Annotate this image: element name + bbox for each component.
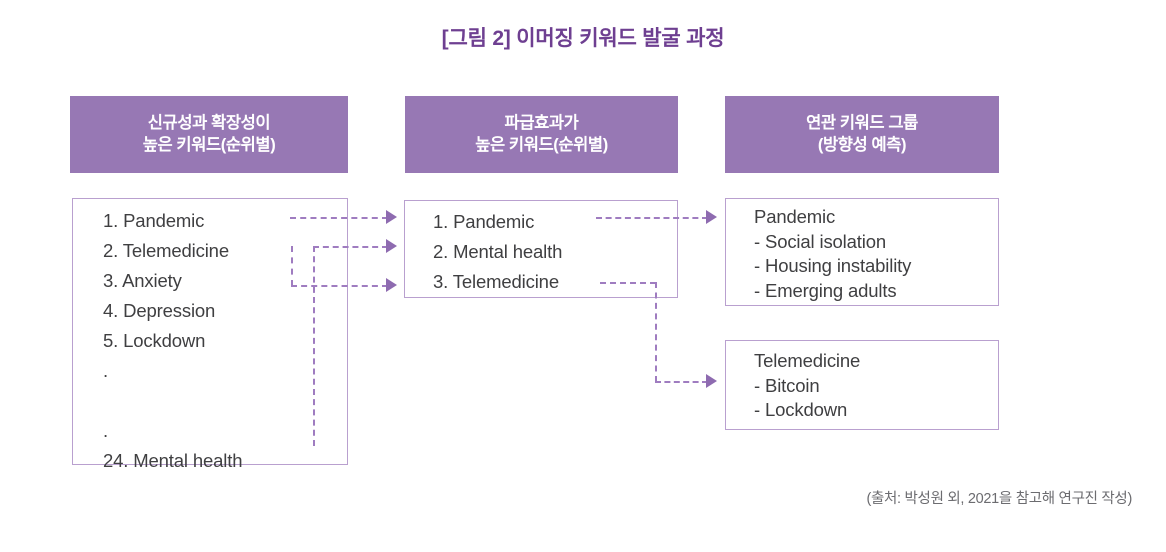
page-title: [그림 2] 이머징 키워드 발굴 과정 bbox=[441, 27, 725, 50]
ripple-keyword-list-text: 1. Pandemic 2. Mental health 3. Telemedi… bbox=[433, 211, 563, 292]
connector-telemedicine-arrowhead bbox=[386, 278, 397, 292]
connector-pandemic-group-arrowhead bbox=[706, 210, 717, 224]
box-pandemic-group: Pandemic - Social isolation - Housing in… bbox=[725, 198, 999, 306]
connector-telemedicine-drop bbox=[291, 246, 293, 286]
pandemic-group-text: Pandemic - Social isolation - Housing in… bbox=[754, 206, 912, 301]
box-ripple-keyword-list: 1. Pandemic 2. Mental health 3. Telemedi… bbox=[404, 200, 678, 298]
connector-telemedicine-group-arrowhead bbox=[706, 374, 717, 388]
connector-telemedicine-group-line-1 bbox=[600, 282, 656, 284]
column-header-related-keyword-groups: 연관 키워드 그룹 (방향성 예측) bbox=[725, 96, 999, 173]
telemedicine-group-text: Telemedicine - Bitcoin - Lockdown bbox=[754, 350, 861, 421]
ranked-keyword-list-text: 1. Pandemic 2. Telemedicine 3. Anxiety 4… bbox=[103, 210, 243, 471]
connector-telemedicine-group-line-2 bbox=[655, 381, 708, 383]
box-telemedicine-group: Telemedicine - Bitcoin - Lockdown bbox=[725, 340, 999, 430]
column-header-ripple-effect: 파급효과가 높은 키워드(순위별) bbox=[405, 96, 678, 173]
connector-telemedicine-line bbox=[291, 285, 388, 287]
connector-mental-health-line bbox=[313, 246, 388, 248]
box-ranked-keyword-list: 1. Pandemic 2. Telemedicine 3. Anxiety 4… bbox=[72, 198, 348, 471]
source-note: (출처: 박성원 외, 2021을 참고해 연구진 작성) bbox=[866, 491, 1132, 507]
connector-mental-health-arrowhead bbox=[386, 239, 397, 253]
connector-pandemic-to-pandemic-line bbox=[290, 217, 388, 219]
connector-pandemic-to-pandemic-arrowhead bbox=[386, 210, 397, 224]
connector-mental-health-riser bbox=[313, 246, 315, 446]
column-header-novelty-expansion: 신규성과 확장성이 높은 키워드(순위별) bbox=[70, 96, 348, 173]
connector-telemedicine-group-riser bbox=[655, 282, 657, 382]
connector-pandemic-group-line bbox=[596, 217, 708, 219]
